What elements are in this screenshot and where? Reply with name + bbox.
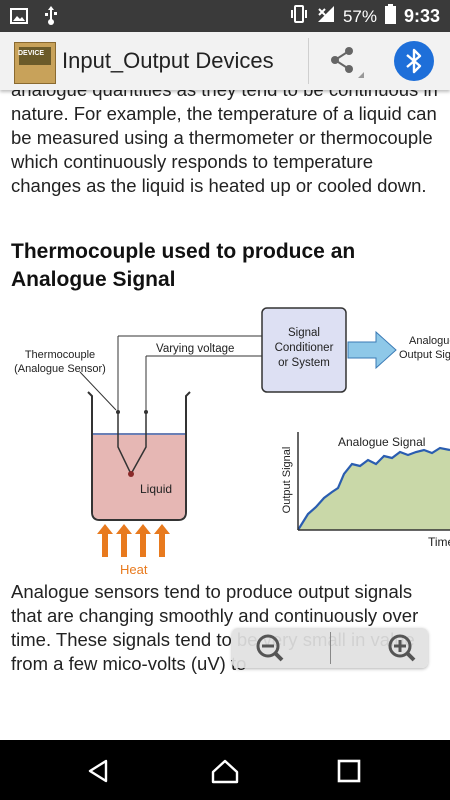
box-line-2: Conditioner	[275, 342, 334, 354]
heat-label: Heat	[120, 562, 148, 577]
box-line-3: or System	[278, 357, 330, 369]
zoom-in-button[interactable]	[338, 632, 418, 664]
zoom-in-icon	[388, 634, 416, 662]
share-icon	[331, 47, 364, 78]
graph-xlabel: Time	[428, 535, 450, 549]
output-line-2: Output Signal	[399, 349, 450, 361]
toolbar-divider	[308, 38, 309, 84]
share-button[interactable]	[318, 40, 366, 82]
home-button[interactable]	[210, 756, 240, 786]
navigation-bar	[0, 740, 450, 800]
box-line-1: Signal	[288, 327, 320, 339]
graph-title: Analogue Signal	[338, 435, 425, 449]
zoom-divider	[330, 632, 331, 664]
vibrate-icon	[289, 5, 309, 28]
app-logo-text: DEVICE	[18, 50, 45, 57]
image-icon	[10, 8, 28, 29]
graph-ylabel: Output Signal	[281, 447, 293, 514]
bluetooth-icon	[406, 48, 422, 74]
usb-icon	[44, 6, 58, 31]
zoom-out-icon	[256, 634, 284, 662]
output-line-1: Analogue	[409, 335, 450, 347]
home-icon	[211, 759, 239, 784]
back-button[interactable]	[84, 756, 114, 786]
thermocouple-figure: Thermocouple (Analogue Sensor) Varying v…	[14, 307, 450, 577]
sensor-label-2: (Analogue Sensor)	[14, 363, 106, 375]
battery-icon	[384, 4, 396, 29]
section-heading: Thermocouple used to produce an Analogue…	[11, 240, 356, 291]
zoom-controls	[232, 628, 428, 668]
recents-icon	[337, 759, 361, 783]
back-icon	[88, 759, 108, 783]
zoom-out-button[interactable]	[242, 632, 322, 664]
app-bar: DEVICE Input_Output Devices	[0, 32, 450, 90]
liquid-label: Liquid	[140, 482, 172, 496]
clock: 9:33	[403, 6, 440, 26]
app-logo: DEVICE	[14, 42, 56, 84]
bluetooth-button[interactable]	[394, 41, 434, 81]
recents-button[interactable]	[334, 756, 364, 786]
signal-icon	[317, 5, 335, 28]
sensor-label-1: Thermocouple	[25, 349, 95, 361]
page-title: Input_Output Devices	[62, 48, 274, 73]
wire-label: Varying voltage	[156, 343, 234, 355]
intro-paragraph: analogue quantities as they tend to be c…	[11, 90, 438, 196]
battery-percent: 57%	[342, 6, 377, 26]
status-bar: 57% 9:33	[0, 0, 450, 32]
